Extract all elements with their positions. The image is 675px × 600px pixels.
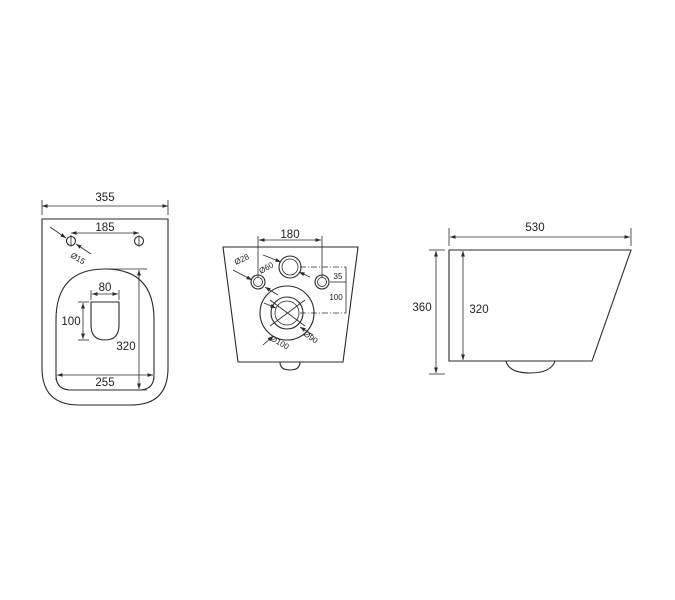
dim-outlet-length: 100	[61, 316, 80, 328]
dim-overall-depth: 530	[525, 222, 544, 234]
mounting-hole-right	[133, 235, 145, 247]
dim-bowl-width: 255	[95, 377, 114, 389]
dim-overall-height: 360	[412, 302, 431, 314]
bowl-rim	[55, 268, 155, 391]
dim-bolt-spacing: 180	[280, 229, 299, 241]
dim-inlet-diameter: Ø60	[258, 260, 276, 276]
rear-view-outline	[222, 246, 359, 363]
dim-outlet-width: 80	[99, 282, 112, 294]
bolt-hole-left	[250, 274, 266, 290]
mounting-hole-left	[65, 235, 77, 247]
top-view-outline	[41, 218, 169, 406]
dim-hole-diameter: Ø15	[69, 251, 87, 267]
side-view-outline	[448, 249, 632, 362]
side-view: 530 360 320	[412, 222, 632, 375]
dim-overall-width: 355	[95, 192, 114, 204]
dim-body-height: 320	[469, 304, 488, 316]
rear-view: 180 Ø28 Ø60 35 100	[222, 229, 359, 371]
dim-inlet-offset: 35	[334, 272, 343, 281]
dim-outlet-outer-diameter: Ø100	[269, 334, 291, 352]
dim-outlet-offset: 100	[329, 293, 343, 302]
water-inlet	[278, 255, 302, 279]
outlet-opening	[90, 301, 120, 341]
dim-hole-spacing: 185	[95, 222, 114, 234]
dim-outlet-inner-diameter: Ø90	[302, 329, 320, 345]
bolt-hole-right	[314, 274, 330, 290]
dim-bowl-length: 320	[116, 341, 135, 353]
dim-bolt-hole-diameter: Ø28	[233, 252, 251, 267]
top-view: 355 185 Ø15 320 255	[41, 192, 169, 406]
